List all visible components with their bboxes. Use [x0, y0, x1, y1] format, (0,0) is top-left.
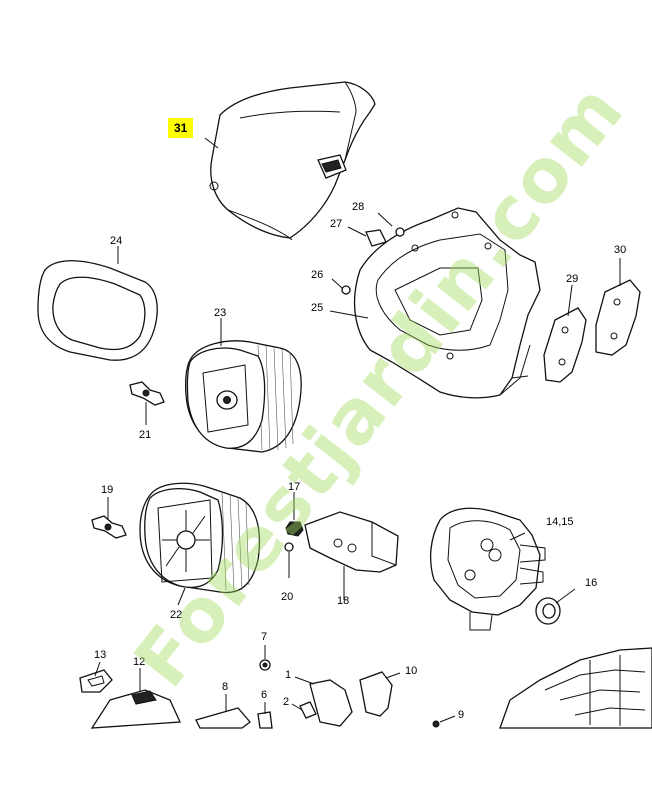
part-16-grommet [535, 597, 561, 625]
part-29-plate [543, 307, 587, 383]
part-17-nut [285, 521, 304, 537]
callout-31-highlighted: 31 [168, 118, 194, 138]
callout-6: 6 [261, 689, 268, 701]
part-27-clip [365, 229, 387, 247]
callout-16: 16 [585, 577, 598, 589]
engine-housing [499, 647, 652, 729]
part-6-spacer [257, 711, 273, 729]
callout-17: 17 [288, 481, 301, 493]
part-7-nut [259, 659, 271, 671]
callout-13: 13 [94, 649, 107, 661]
callout-29: 29 [566, 273, 579, 285]
callout-21: 21 [139, 429, 152, 441]
part-30-plate [595, 279, 641, 356]
callout-25: 25 [311, 302, 324, 314]
callout-9: 9 [458, 709, 465, 721]
part-9-bolt [432, 720, 440, 728]
part-2-pin [299, 701, 317, 719]
callout-18: 18 [337, 595, 350, 607]
callout-24: 24 [110, 235, 123, 247]
callout-12: 12 [133, 656, 146, 668]
callout-23: 23 [214, 307, 227, 319]
part-14-15-carburettor [429, 507, 546, 631]
part-1-lever [309, 679, 353, 727]
callout-8: 8 [222, 681, 229, 693]
callout-28: 28 [352, 201, 365, 213]
part-25-shroud [353, 207, 541, 399]
part-18-bracket [304, 511, 399, 573]
part-12-carburettor-base [90, 689, 181, 729]
part-31-top-cover [209, 81, 376, 241]
callout-27: 27 [330, 218, 343, 230]
callout-14-15: 14,15 [546, 516, 574, 528]
callout-30: 30 [614, 244, 627, 256]
callout-2: 2 [283, 696, 290, 708]
leader-lines [94, 137, 621, 723]
part-22-filter [139, 482, 261, 594]
part-23-air-filter [184, 340, 302, 453]
part-19-wing-nut [91, 515, 127, 539]
part-28-screw [395, 227, 405, 237]
part-8-gasket [195, 707, 251, 729]
callout-1: 1 [285, 669, 292, 681]
callout-10: 10 [405, 665, 418, 677]
callout-7: 7 [261, 631, 268, 643]
callout-22: 22 [170, 609, 183, 621]
part-26-washer [341, 285, 351, 295]
part-20-washer [284, 542, 294, 552]
callout-19: 19 [101, 484, 114, 496]
part-21-wing-nut [129, 381, 165, 406]
part-24-seal [37, 260, 158, 361]
callout-20: 20 [281, 591, 294, 603]
callout-26: 26 [311, 269, 324, 281]
part-10-plate [359, 671, 393, 717]
part-13-gasket [79, 669, 113, 693]
